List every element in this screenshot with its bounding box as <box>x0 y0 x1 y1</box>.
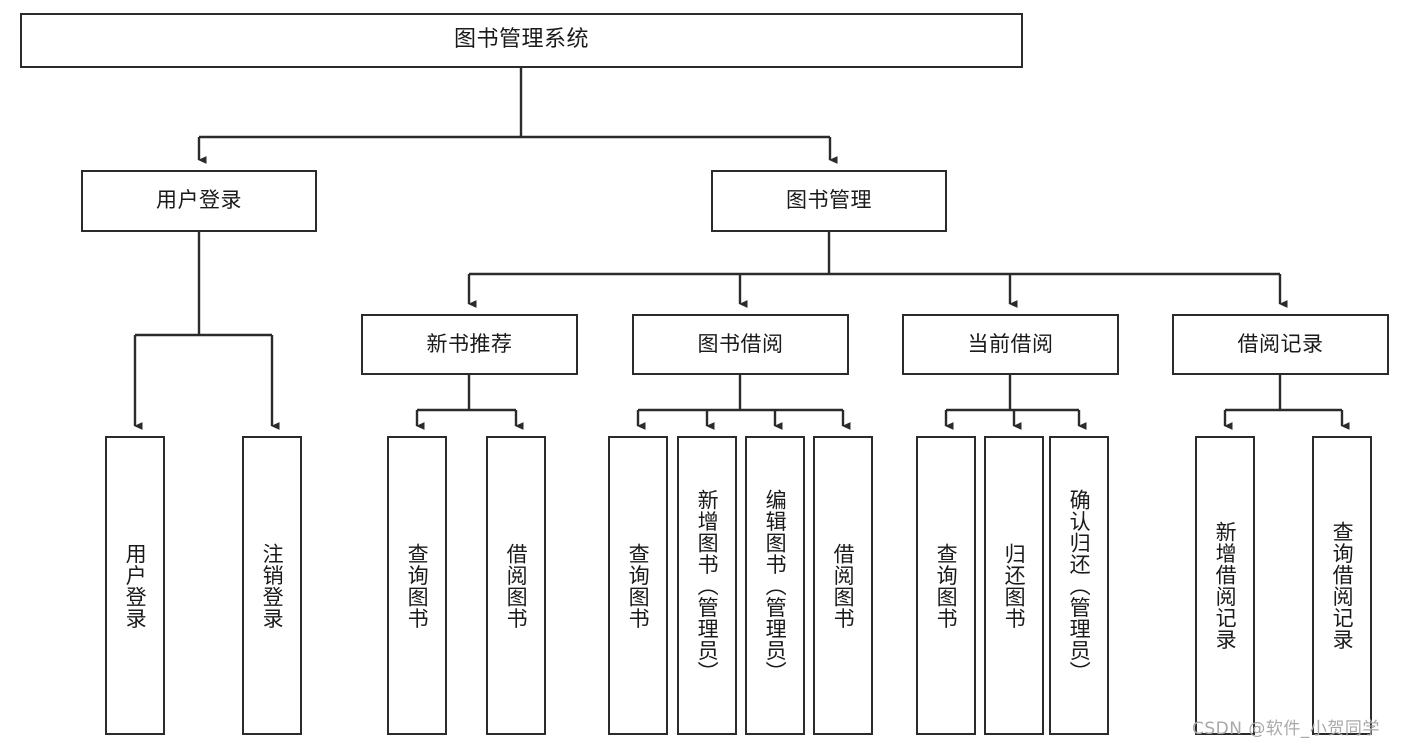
csdn-watermark: CSDN @软件_小贺同学 <box>1192 719 1380 739</box>
node-new-book-rec[interactable]: 新书推荐 <box>361 314 578 375</box>
leaf-query-record[interactable]: 查询借阅记录 <box>1312 436 1372 735</box>
node-book-manage[interactable]: 图书管理 <box>711 170 947 232</box>
leaf-borrow-book-1[interactable]: 借阅图书 <box>486 436 546 735</box>
leaf-edit-book[interactable]: 编辑图书（管理员） <box>745 436 805 735</box>
leaf-add-record[interactable]: 新增借阅记录 <box>1195 436 1255 735</box>
leaf-add-book[interactable]: 新增图书（管理员） <box>677 436 737 735</box>
node-current-borrow[interactable]: 当前借阅 <box>902 314 1119 375</box>
leaf-query-book-2[interactable]: 查询图书 <box>608 436 668 735</box>
leaf-return-book[interactable]: 归还图书 <box>984 436 1044 735</box>
leaf-logout[interactable]: 注销登录 <box>242 436 302 735</box>
node-book-borrow[interactable]: 图书借阅 <box>632 314 849 375</box>
node-root[interactable]: 图书管理系统 <box>20 13 1023 68</box>
leaf-confirm-return[interactable]: 确认归还（管理员） <box>1049 436 1109 735</box>
leaf-query-book-1[interactable]: 查询图书 <box>387 436 447 735</box>
node-user-login[interactable]: 用户登录 <box>81 170 317 232</box>
leaf-user-login[interactable]: 用户登录 <box>105 436 165 735</box>
node-borrow-record[interactable]: 借阅记录 <box>1172 314 1389 375</box>
leaf-borrow-book-2[interactable]: 借阅图书 <box>813 436 873 735</box>
leaf-query-book-3[interactable]: 查询图书 <box>916 436 976 735</box>
